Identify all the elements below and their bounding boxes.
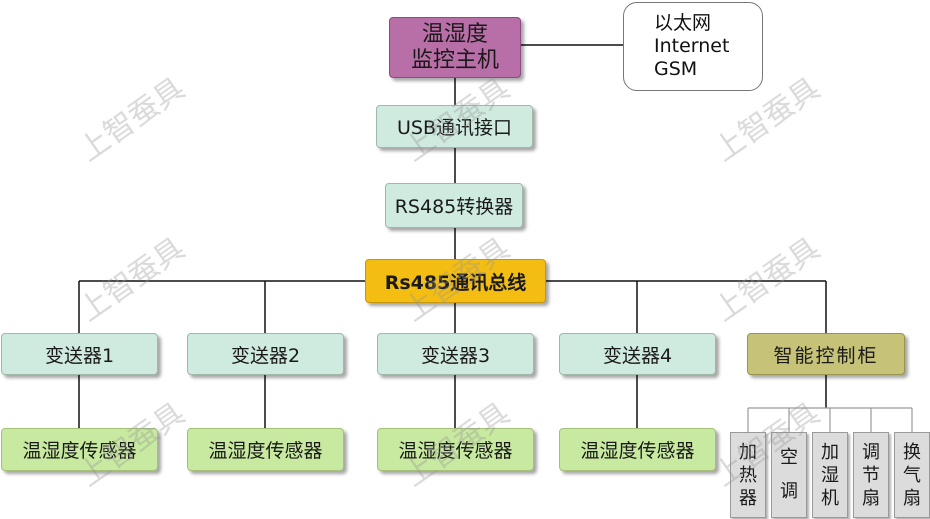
actuator-reg-fan-char-1: 调 bbox=[862, 441, 880, 463]
actuator-reg-fan-char-2: 节 bbox=[862, 464, 880, 486]
sensor-3-label: 温湿度传感器 bbox=[398, 440, 513, 462]
usb-interface-box: USB通讯接口 bbox=[376, 105, 533, 148]
rs485-converter-label: RS485转换器 bbox=[394, 196, 514, 218]
smart-control-cabinet-box: 智能控制柜 bbox=[747, 333, 905, 375]
actuator-heater-char-2: 热 bbox=[739, 464, 757, 486]
transmitter-2-label: 变送器2 bbox=[230, 344, 301, 367]
transmitter-2-box: 变送器2 bbox=[187, 333, 344, 375]
host-line2: 监控主机 bbox=[410, 47, 499, 73]
actuator-humidifier-char-1: 加 bbox=[821, 441, 839, 463]
sensor-4-box: 温湿度传感器 bbox=[559, 428, 716, 471]
actuator-heater: 加 热 器 bbox=[730, 432, 766, 518]
sensor-3-box: 温湿度传感器 bbox=[377, 428, 534, 471]
sensor-2-label: 温湿度传感器 bbox=[208, 440, 323, 462]
sensor-1-box: 温湿度传感器 bbox=[1, 428, 158, 471]
transmitter-4-label: 变送器4 bbox=[602, 344, 673, 367]
host-line1: 温湿度 bbox=[421, 21, 488, 47]
actuator-vent-fan-char-1: 换 bbox=[903, 441, 921, 463]
transmitter-3-label: 变送器3 bbox=[420, 344, 491, 367]
sensor-4-label: 温湿度传感器 bbox=[580, 440, 695, 462]
actuator-reg-fan-char-3: 扇 bbox=[862, 487, 880, 509]
transmitter-3-box: 变送器3 bbox=[377, 333, 534, 375]
actuator-vent-fan-char-2: 气 bbox=[903, 464, 921, 486]
network-internet-label: Internet bbox=[654, 35, 730, 57]
actuator-heater-char-1: 加 bbox=[739, 441, 757, 463]
actuator-ac-char-2: 调 bbox=[780, 481, 798, 502]
actuator-ventilation-fan: 换 气 扇 bbox=[894, 432, 930, 518]
actuator-vent-fan-char-3: 扇 bbox=[903, 487, 921, 509]
network-gsm-label: GSM bbox=[654, 58, 698, 80]
rs485-converter-box: RS485转换器 bbox=[385, 183, 523, 228]
transmitter-1-box: 变送器1 bbox=[1, 333, 158, 375]
usb-interface-label: USB通讯接口 bbox=[396, 117, 512, 139]
actuator-air-conditioner: 空 调 bbox=[771, 432, 807, 518]
rs485-bus-label: Rs485通讯总线 bbox=[384, 271, 527, 294]
transmitter-4-box: 变送器4 bbox=[559, 333, 716, 375]
network-ethernet-label: 以太网 bbox=[654, 12, 712, 34]
monitoring-host-box: 温湿度 监控主机 bbox=[389, 17, 521, 78]
rs485-bus-box: Rs485通讯总线 bbox=[365, 259, 546, 303]
sensor-2-box: 温湿度传感器 bbox=[187, 428, 344, 471]
transmitter-1-label: 变送器1 bbox=[44, 344, 115, 367]
smart-control-cabinet-label: 智能控制柜 bbox=[773, 344, 879, 367]
actuator-heater-char-3: 器 bbox=[739, 487, 757, 509]
network-box: 以太网 Internet GSM bbox=[623, 2, 763, 91]
sensor-1-label: 温湿度传感器 bbox=[22, 440, 137, 462]
actuator-humidifier-char-2: 湿 bbox=[821, 464, 839, 486]
actuator-ac-char-1: 空 bbox=[780, 447, 798, 468]
actuator-regulating-fan: 调 节 扇 bbox=[853, 432, 889, 518]
actuator-humidifier-char-3: 机 bbox=[821, 487, 839, 509]
actuator-humidifier: 加 湿 机 bbox=[812, 432, 848, 518]
